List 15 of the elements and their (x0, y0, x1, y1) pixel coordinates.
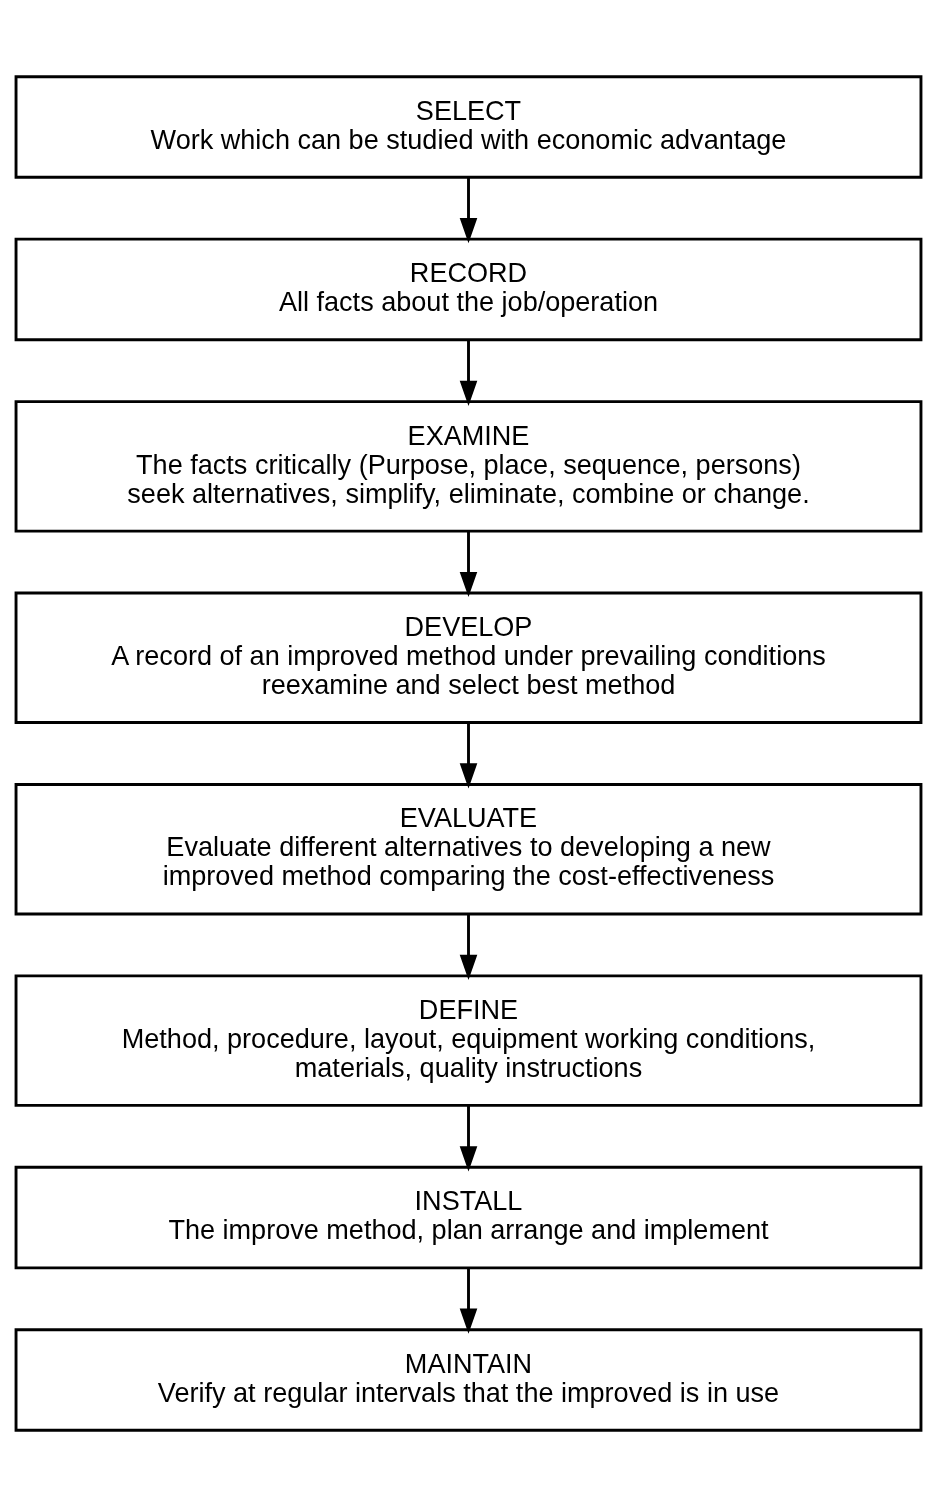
node-box: EVALUATE Evaluate different alternatives to developing a new improved method comparing the cost-effectiveness (14, 782, 923, 915)
arrow (459, 530, 478, 597)
arrow (459, 913, 478, 980)
node-box: DEFINE Method, procedure, layout, equipment working conditions, materials, quality instructions (14, 973, 923, 1107)
arrow (459, 340, 478, 406)
node-box: EXAMINE The facts critically (Purpose, place, sequence, persons) seek alternatives, simplify, eliminate, combine or change. (14, 399, 923, 533)
node-box: RECORD All facts about the job/operation (14, 237, 923, 341)
node-box: MAINTAIN Verify at regular intervals that the improved is in use (14, 1327, 923, 1432)
node-box: DEVELOP A record of an improved method under prevailing conditions reexamine and select best method (14, 591, 923, 724)
node-box: SELECT Work which can be studied with economic advantage (14, 74, 923, 179)
arrow (459, 722, 478, 789)
arrow (459, 176, 478, 243)
arrow (459, 1105, 478, 1171)
node-box: INSTALL The improve method, plan arrange and implement (14, 1165, 923, 1269)
arrow (459, 1267, 478, 1334)
